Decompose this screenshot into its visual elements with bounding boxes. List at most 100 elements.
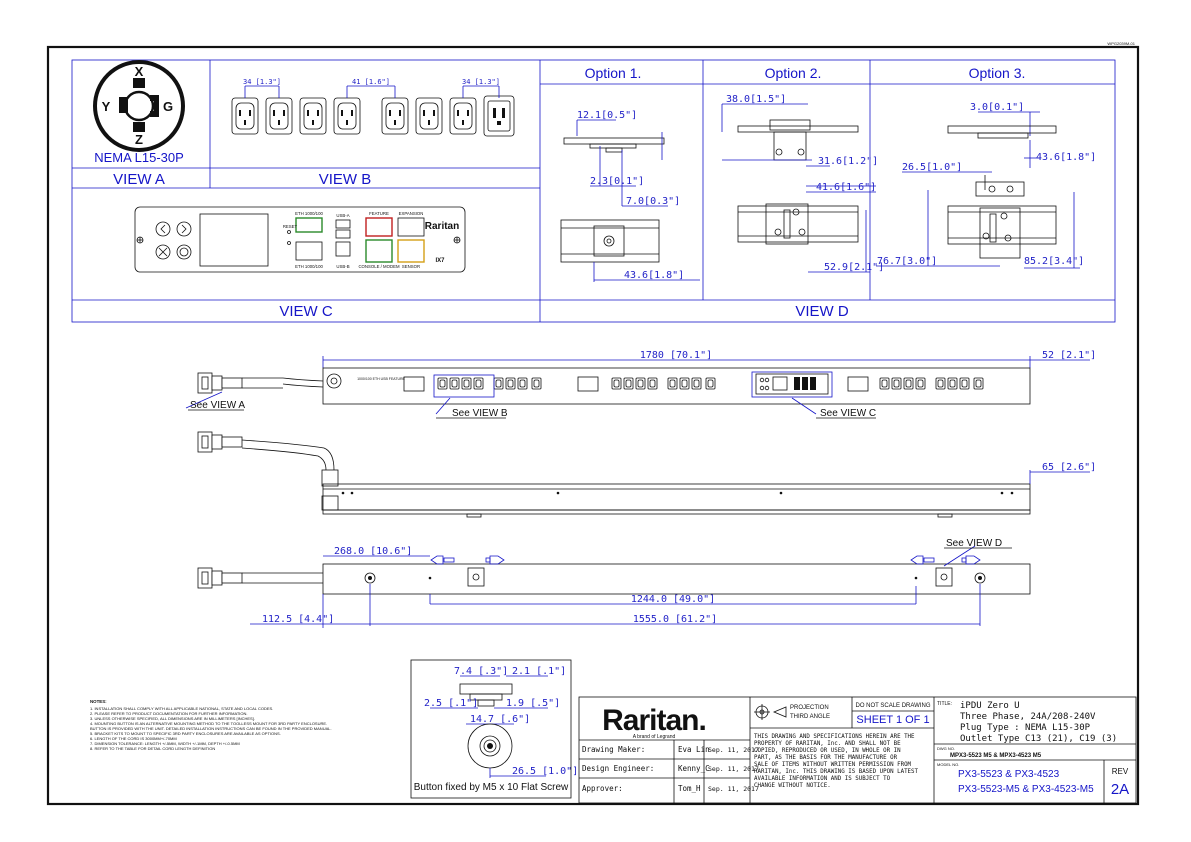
sheet-label: SHEET 1 OF 1 <box>856 714 929 726</box>
outlet-pitch-dim: 34 [1.3"] <box>243 78 281 86</box>
legal-line: PROPERTY OF RARITAN, Inc. AND SHALL NOT … <box>754 741 901 747</box>
dim-label: 7.4 [.3"] <box>454 666 508 677</box>
front-panel-text: 1000/100 ETH USB FEATURE <box>357 377 405 381</box>
port-label: SENSOR <box>402 264 420 269</box>
usb-a-port <box>335 219 351 229</box>
third-angle-label: THIRD ANGLE <box>790 714 830 720</box>
projection-label: PROJECTION <box>790 705 829 711</box>
controller-module <box>755 373 829 395</box>
sensor-port <box>397 239 425 263</box>
view-d: Option 1. Option 2. Option 3. VIEW D 12.… <box>560 65 1096 320</box>
raritan-logo: Raritan. <box>602 704 706 737</box>
outlet-c13 <box>381 97 409 135</box>
pin-x <box>133 78 145 88</box>
plug-title: NEMA L15-30P <box>94 150 184 165</box>
usb-b-port <box>335 241 351 257</box>
legal-line: CHANGE WITHOUT NOTICE. <box>754 783 831 789</box>
option-3-drawing: 3.0[0.1"] 26.5[1.0"] 43.6[1.8"] 76.7[3.0… <box>876 102 1096 269</box>
outlet-c13 <box>265 97 293 135</box>
option-1-drawing: 12.1[0.5"] 2.3[0.1"] 7.0[0.3"] 43.6[1.8"… <box>560 110 700 282</box>
port-label: RESET <box>283 224 298 229</box>
dim-label: 41.6[1.6"] <box>816 182 876 193</box>
callout-view-d: See VIEW D <box>946 538 1002 549</box>
note-line: 3. UNLESS OTHERWISE SPECIFIED, ALL DIMEN… <box>90 716 255 721</box>
pin-label-x: X <box>135 64 144 79</box>
dim-label: 2.1 [.1"] <box>512 666 566 677</box>
pin-label-y: Y <box>102 99 111 114</box>
mount-dim: 268.0 [10.6"] <box>334 546 412 557</box>
role-date: Sep. 11, 2017 <box>708 746 759 754</box>
port-label: FEATURE <box>369 211 389 216</box>
port-label: USB-B <box>336 264 349 269</box>
note-line: 1. INSTALLATION SHALL COMPLY WITH ALL AP… <box>90 706 273 711</box>
note-line: 8. REFER TO THE TABLE FOR DETAIL CORD LE… <box>90 746 215 751</box>
title-line: Three Phase, 24A/208-240V <box>960 712 1096 722</box>
legal-line: COPIED, REPRODUCED OR USED, IN WHOLE OR … <box>754 748 901 754</box>
note-line: 5. BRACKET KITS TO MOUNT TO SPECIFIC 3RD… <box>90 731 281 736</box>
notes: NOTES: 1. INSTALLATION SHALL COMPLY WITH… <box>90 699 332 751</box>
role-name: Tom_H <box>678 784 701 793</box>
length-dim: 1780 [70.1"] <box>640 350 712 361</box>
dim-label: 38.0[1.5"] <box>726 94 786 105</box>
callout-view-b: See VIEW B <box>452 408 508 419</box>
ok-button <box>176 244 192 260</box>
button-caption: Button fixed by M5 x 10 Flat Screw <box>414 782 569 793</box>
note-line: 6. LENGTH OF THE CORD IS 3000MM+/-70MM <box>90 736 177 741</box>
width-dim: 52 [2.1"] <box>1042 350 1096 361</box>
controller-brand: Raritan <box>425 221 459 232</box>
dwg-label: DWG NO. <box>937 746 955 751</box>
port-label: EXPANSION <box>399 211 424 216</box>
cancel-button <box>155 244 171 260</box>
role-label: Design Engineer: <box>582 764 654 773</box>
outlet-c13 <box>299 97 327 135</box>
feature-port <box>365 217 393 237</box>
role-name: Eva Lin <box>678 745 710 754</box>
eth-port-2 <box>295 241 323 261</box>
dim-label: 2.3[0.1"] <box>590 176 644 187</box>
dim-label: 2.5 [.1"] <box>424 698 478 709</box>
outlet-bank <box>879 377 984 390</box>
view-b: 34 [1.3"] 41 [1.6"] 34 [1.3"] VIEW B <box>231 78 515 188</box>
pdu-rear-view: 268.0 [10.6"] 1244.0 [49.0"] 1555.0 [61.… <box>197 538 1031 628</box>
mount-dim: 1244.0 [49.0"] <box>631 594 715 605</box>
rev-value: 2A <box>1111 781 1129 798</box>
role-label: Approver: <box>582 784 623 793</box>
pin-g <box>150 95 159 117</box>
legal-line: RARITAN, Inc. THIS DRAWING IS BASED UPON… <box>754 769 919 775</box>
legal-line: SALE OF ITEMS WITHOUT WRITTEN PERMISSION… <box>754 762 912 768</box>
note-line: 2. PLEASE REFER TO PRODUCT DOCUMENTATION… <box>90 711 248 716</box>
outlet-pitch-dim: 34 [1.3"] <box>462 78 500 86</box>
button-detail: 7.4 [.3"] 2.1 [.1"] 2.5 [.1"] 1.9 [.5"] … <box>410 659 578 799</box>
role-date: Sep. 11, 2017 <box>708 785 759 793</box>
view-c-label: VIEW C <box>279 303 333 320</box>
pin-z <box>133 122 145 132</box>
outlet-c13 <box>231 97 259 135</box>
dim-label: 26.5[1.0"] <box>902 162 962 173</box>
outlet-bank <box>611 377 716 390</box>
port-label: USB-A <box>336 213 349 218</box>
view-a-label: VIEW A <box>113 171 165 188</box>
drawing-border <box>46 45 1140 806</box>
pdu-side-view: 65 [2.6"] <box>197 431 1096 518</box>
option-1-title: Option 1. <box>585 65 642 81</box>
depth-dim: 65 [2.6"] <box>1042 462 1096 473</box>
do-not-scale: DO NOT SCALE DRAWING <box>855 703 930 709</box>
expansion-port <box>397 217 425 237</box>
role-date: Sep. 11, 2017 <box>708 765 759 773</box>
callout-view-c: See VIEW C <box>820 408 876 419</box>
dim-label: 52.9[2.1"] <box>824 262 884 273</box>
power-plug <box>197 431 243 453</box>
dim-label: 1.9 [.5"] <box>506 698 560 709</box>
dim-label: 31.6[1.2"] <box>818 156 878 167</box>
mount-dim: 112.5 [4.4"] <box>262 614 334 625</box>
dim-label: 3.0[0.1"] <box>970 102 1024 113</box>
role-name: Kenny_C <box>678 764 710 773</box>
power-plug <box>197 567 243 589</box>
option-3-title: Option 3. <box>969 65 1026 81</box>
note-line: 7. DIMENSION TOLERANCE: LENGTH +/-5MM, W… <box>90 741 240 746</box>
console-port <box>365 239 393 263</box>
port-label: ETH 1000/100 <box>295 264 323 269</box>
dim-label: 85.2[3.4"] <box>1024 256 1084 267</box>
right-button <box>176 221 192 237</box>
